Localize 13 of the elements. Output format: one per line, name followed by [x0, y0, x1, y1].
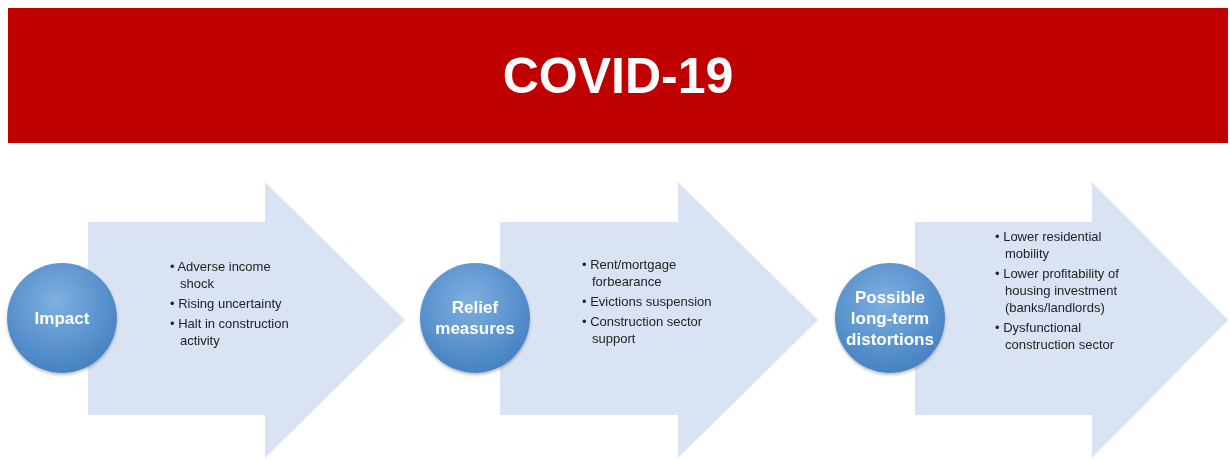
bullet-item: • Rising uncertainty	[170, 295, 283, 312]
bullet-item: • Rent/mortgage forbearance	[582, 256, 678, 290]
bullet-item: • Dysfunctional construction sector	[995, 319, 1116, 353]
title-banner: COVID-19	[8, 8, 1228, 143]
bullet-item: • Halt in construction activity	[170, 315, 290, 349]
bullet-item: • Lower profitability of housing investment (banks/landlords)	[995, 265, 1120, 316]
stage-circle: Relief measures	[420, 263, 530, 373]
bullet-item: • Lower residential mobility	[995, 228, 1103, 262]
bullet-item: • Construction sector support	[582, 313, 704, 347]
bullet-item: • Evictions suspension	[582, 293, 712, 310]
bullet-item: • Adverse income shock	[170, 258, 272, 292]
stage-circle: Impact	[7, 263, 117, 373]
stage-circle: Possible long-term distortions	[835, 263, 945, 373]
